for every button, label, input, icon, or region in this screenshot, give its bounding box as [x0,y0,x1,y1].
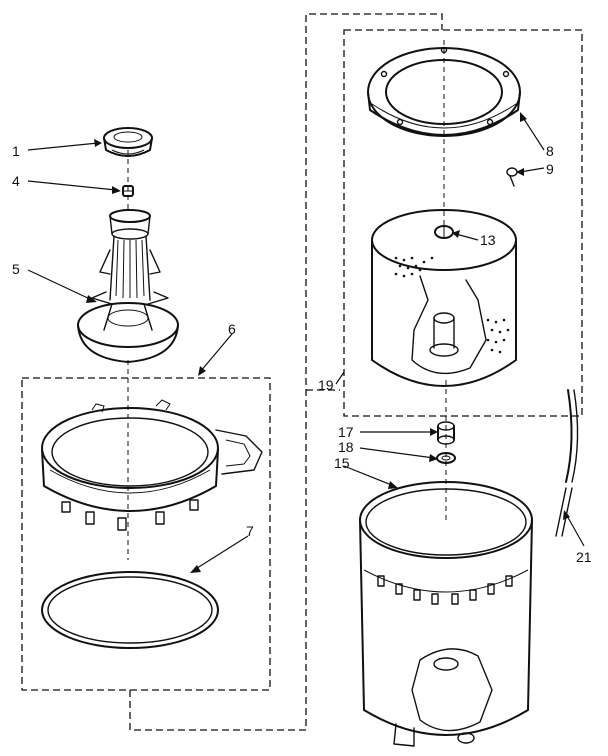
callout-15: 15 [334,455,350,471]
callout-21: 21 [576,549,592,565]
fitting-part-4 [122,185,134,197]
callout-6: 6 [228,321,236,337]
hose [555,389,579,537]
callout-13: 13 [480,232,496,248]
leaders [27,112,585,573]
group-box-6 [21,377,271,691]
agitator [77,209,179,363]
outer-tub [359,481,533,747]
callout-5: 5 [12,261,20,277]
balance-ring [367,46,521,137]
callout-7: 7 [246,523,254,539]
group-box-19 [343,29,583,417]
callout-4: 4 [12,173,20,189]
drive-nut-18 [436,452,456,464]
group-connector-line [129,13,443,731]
agitator-cap [103,127,153,157]
screw [506,167,518,187]
basket-nut [434,225,454,239]
callout-9: 9 [546,161,554,177]
callout-19: 19 [318,377,334,393]
drive-block-17 [437,421,455,445]
callout-8: 8 [546,143,554,159]
callout-18: 18 [338,439,354,455]
gasket-ring [41,571,219,649]
tub-ring [41,399,263,531]
wash-basket [371,209,517,387]
callout-1: 1 [12,143,20,159]
callout-17: 17 [338,424,354,440]
